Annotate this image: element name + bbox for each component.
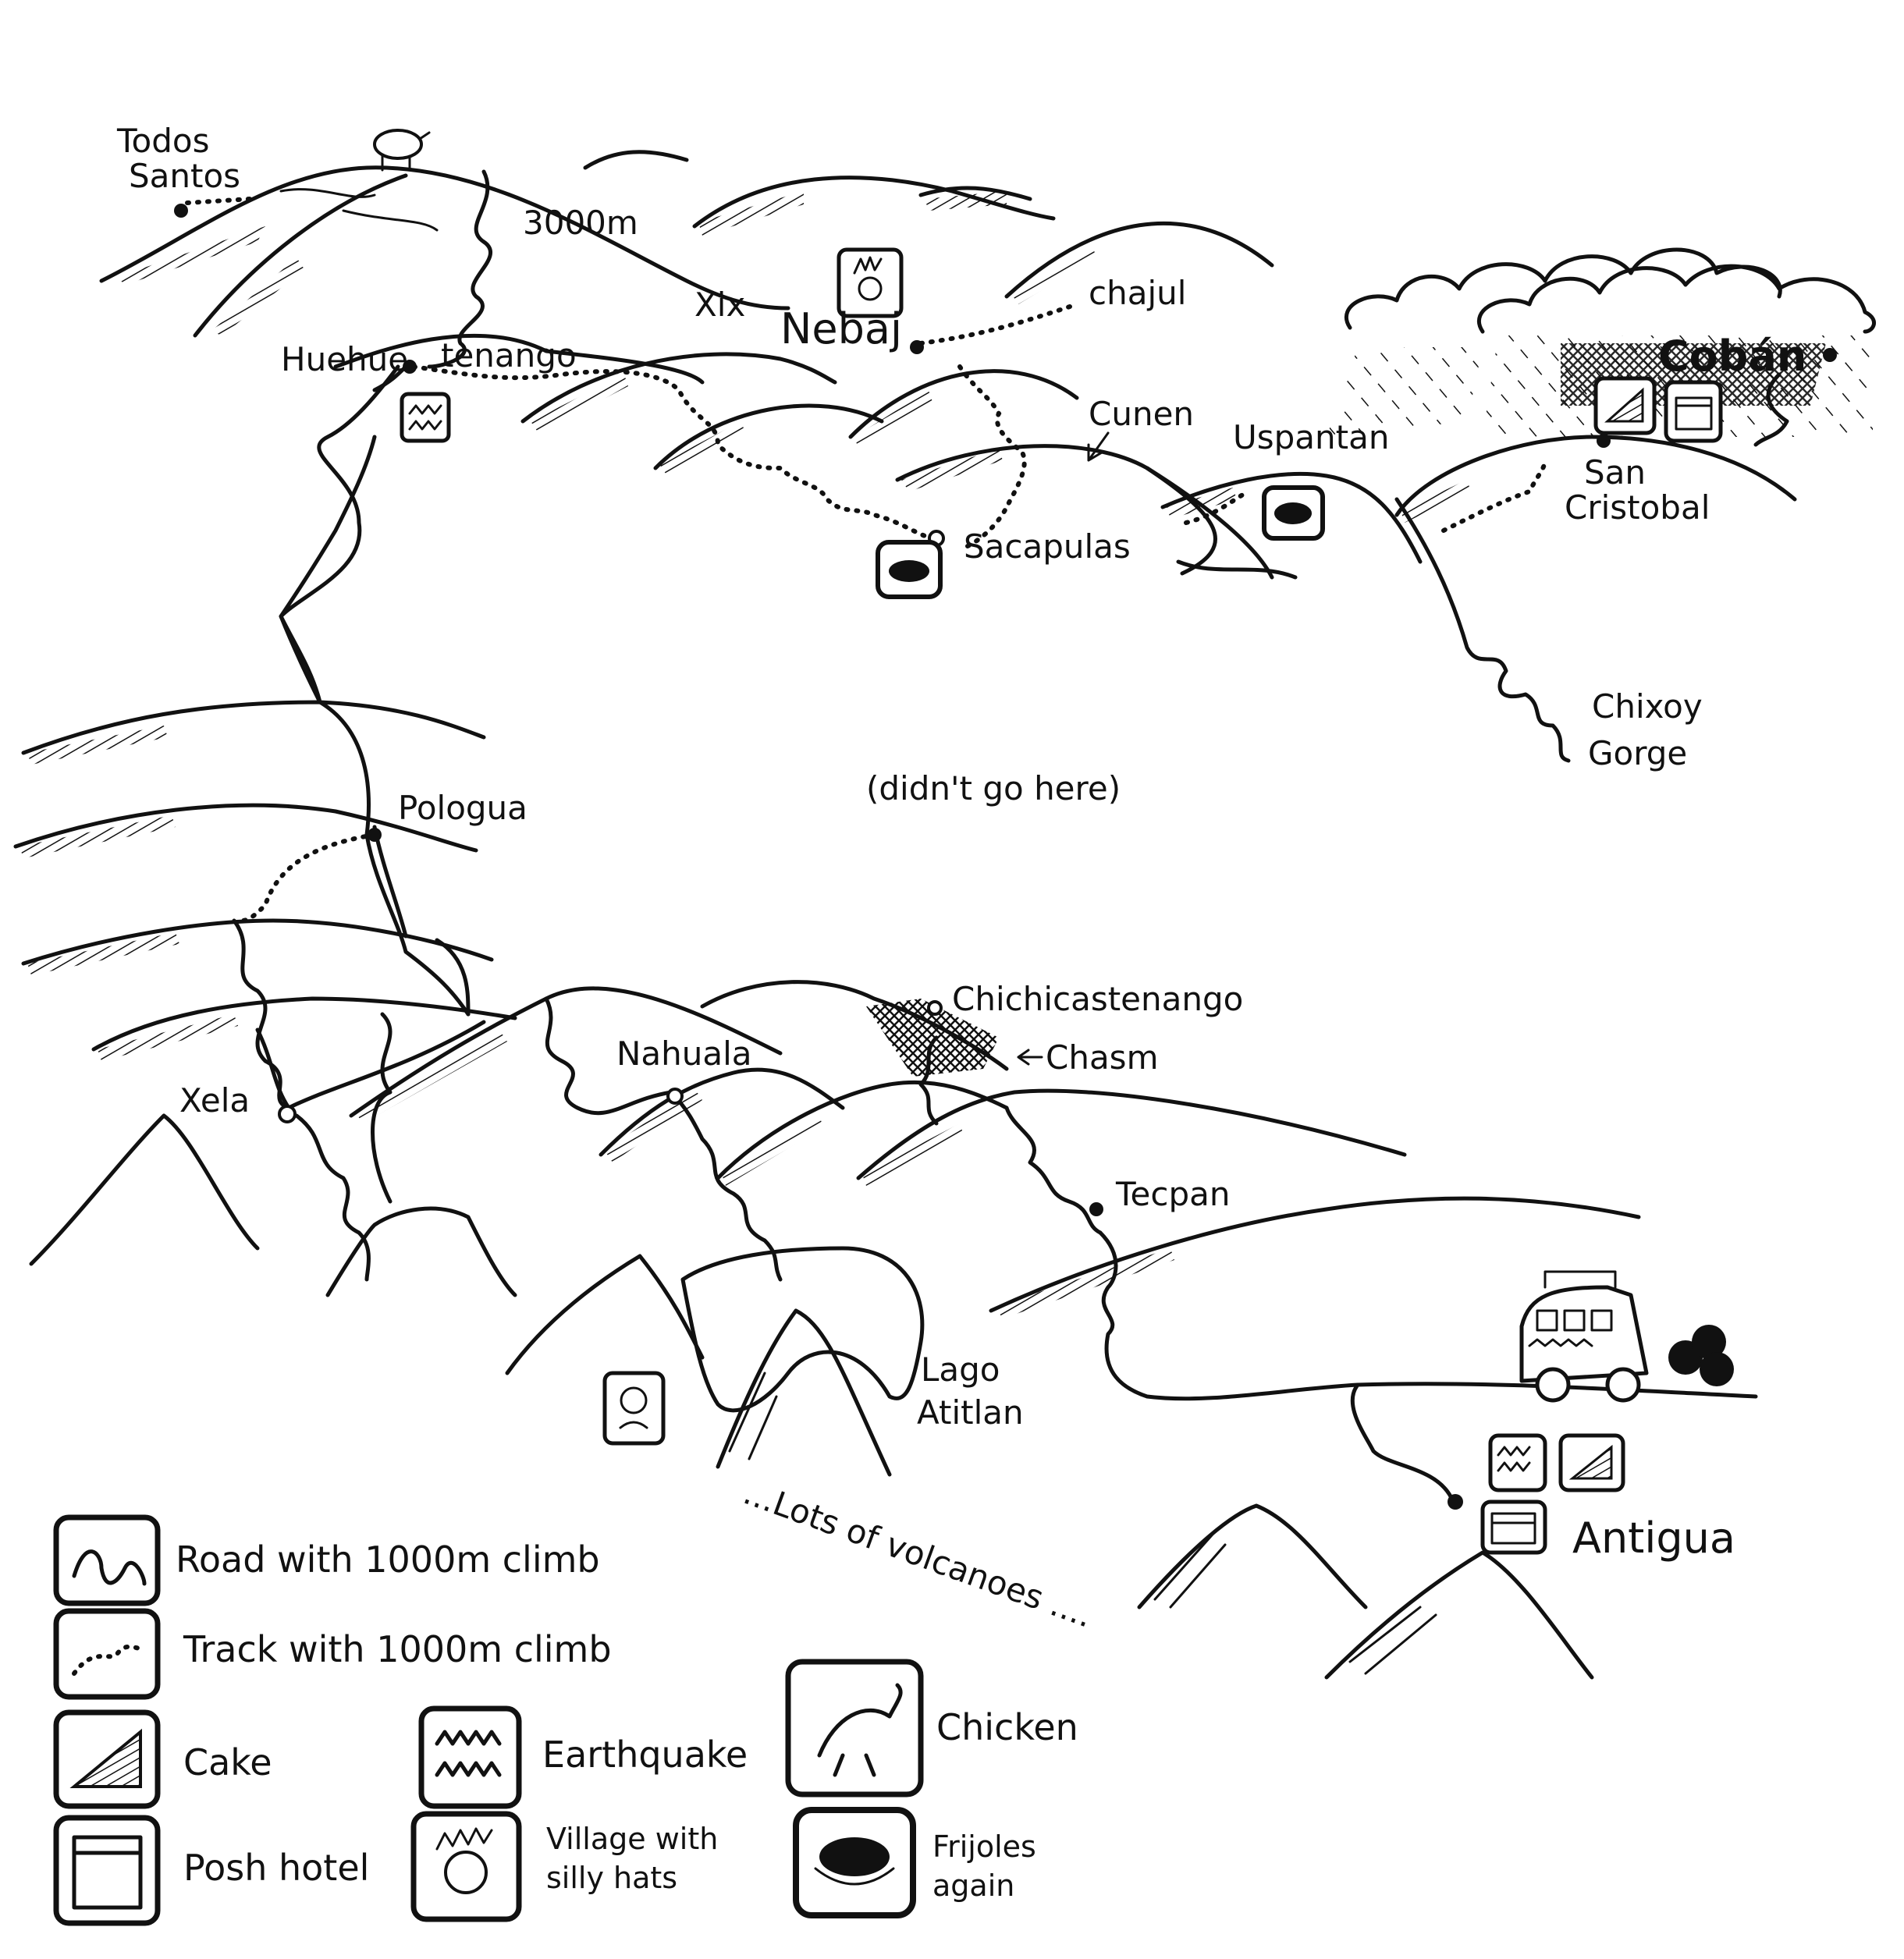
label-xix: Xix <box>694 286 745 324</box>
cake-icon <box>1558 1433 1625 1492</box>
road-icon <box>72 1549 147 1586</box>
legend-track: Track with 1000m climb <box>53 1608 612 1700</box>
label-nebaj: Nebaj <box>780 304 902 353</box>
southern-ranges <box>349 980 1641 1318</box>
label-lago: Lago <box>921 1350 1000 1389</box>
frijoles-icon <box>876 540 943 599</box>
legend-village-label-2: silly hats <box>546 1861 677 1895</box>
map-icons <box>373 129 1734 1555</box>
silly-hats-icon <box>444 1851 488 1894</box>
legend-posh-hotel: Posh hotel <box>53 1815 369 1926</box>
label-san-cristobal-2: Cristobal <box>1565 488 1710 527</box>
legend-road: Road with 1000m climb <box>53 1514 600 1606</box>
label-sacapulas: Sacapulas <box>964 527 1131 566</box>
legend-chicken-label: Chicken <box>936 1706 1078 1748</box>
label-coban: Cobán <box>1658 332 1806 381</box>
western-ranges <box>13 364 517 1110</box>
label-chixoy: Chixoy <box>1592 687 1703 726</box>
label-uspantan: Uspantan <box>1233 418 1389 456</box>
label-san-cristobal: San <box>1584 453 1646 492</box>
town-markers <box>174 204 1837 1510</box>
sheep-icon <box>373 129 431 172</box>
label-didnt-go: (didn't go here) <box>866 769 1121 807</box>
silly-hats-icon <box>837 247 904 318</box>
legend-road-label: Road with 1000m climb <box>176 1538 600 1581</box>
label-gorge: Gorge <box>1588 734 1687 772</box>
cunen-arrow <box>1087 431 1110 462</box>
chicken-icon <box>817 1683 903 1777</box>
label-todos-santos: Todos <box>116 122 209 160</box>
label-tenango: tenango <box>441 336 577 374</box>
label-chichicastenango: Chichicastenango <box>952 980 1243 1018</box>
legend-village: Village with silly hats <box>410 1811 718 1922</box>
label-pologua: Pologua <box>398 789 528 827</box>
earthquake-icon <box>400 392 451 443</box>
legend-village-label: Village with <box>546 1822 718 1856</box>
cake-icon <box>1593 376 1657 435</box>
volcanoes <box>29 1012 1594 1680</box>
frijoles-icon <box>819 1837 890 1876</box>
label-chajul: chajul <box>1089 274 1186 312</box>
frijoles-icon <box>1262 485 1325 541</box>
legend: Road with 1000m climb Track with 1000m c… <box>53 1514 1078 1926</box>
legend-track-label: Track with 1000m climb <box>183 1628 612 1670</box>
earthquake-icon <box>435 1730 502 1777</box>
track-icon <box>72 1644 147 1676</box>
legend-cake: Cake <box>53 1709 272 1809</box>
legend-posh-hotel-label: Posh hotel <box>183 1847 369 1889</box>
label-chasm: Chasm <box>1046 1038 1158 1077</box>
label-altitude: 3000m <box>523 204 638 242</box>
label-huehue: Huehue <box>281 340 408 378</box>
label-xela: Xela <box>179 1081 250 1120</box>
posh-hotel-icon <box>1480 1499 1547 1555</box>
lago-atitlan <box>680 1246 925 1413</box>
earthquake-icon <box>1488 1433 1547 1492</box>
label-antigua: Antigua <box>1572 1514 1735 1563</box>
central-hills <box>520 352 1797 580</box>
legend-earthquake-label: Earthquake <box>542 1734 748 1776</box>
legend-earthquake: Earthquake <box>418 1705 748 1809</box>
cake-icon <box>69 1728 142 1788</box>
label-volcanoes: ...Lots of volcanoes .... <box>739 1473 1098 1634</box>
legend-frijoles-label: Frijoles <box>932 1829 1036 1864</box>
legend-chicken: Chicken <box>785 1659 1078 1798</box>
label-todos-santos-2: Santos <box>129 157 240 195</box>
posh-hotel-icon <box>72 1835 143 1910</box>
label-nahuala: Nahuala <box>616 1035 752 1073</box>
chixoy-river <box>1394 497 1571 763</box>
legend-frijoles-label-2: again <box>932 1869 1014 1903</box>
tracks <box>185 197 1547 923</box>
chasm-arrow <box>1017 1049 1043 1066</box>
chicken-bus-icon <box>1519 1270 1734 1403</box>
label-cunen: Cunen <box>1089 395 1194 433</box>
label-tecpan: Tecpan <box>1115 1175 1230 1213</box>
posh-hotel-icon <box>1664 380 1723 443</box>
northern-hills <box>99 150 1274 385</box>
legend-cake-label: Cake <box>183 1741 272 1783</box>
chicken-icon <box>602 1371 666 1446</box>
label-atitlan: Atitlan <box>917 1393 1024 1432</box>
roads <box>232 169 1789 1500</box>
legend-frijoles: Frijoles again <box>793 1807 1036 1918</box>
